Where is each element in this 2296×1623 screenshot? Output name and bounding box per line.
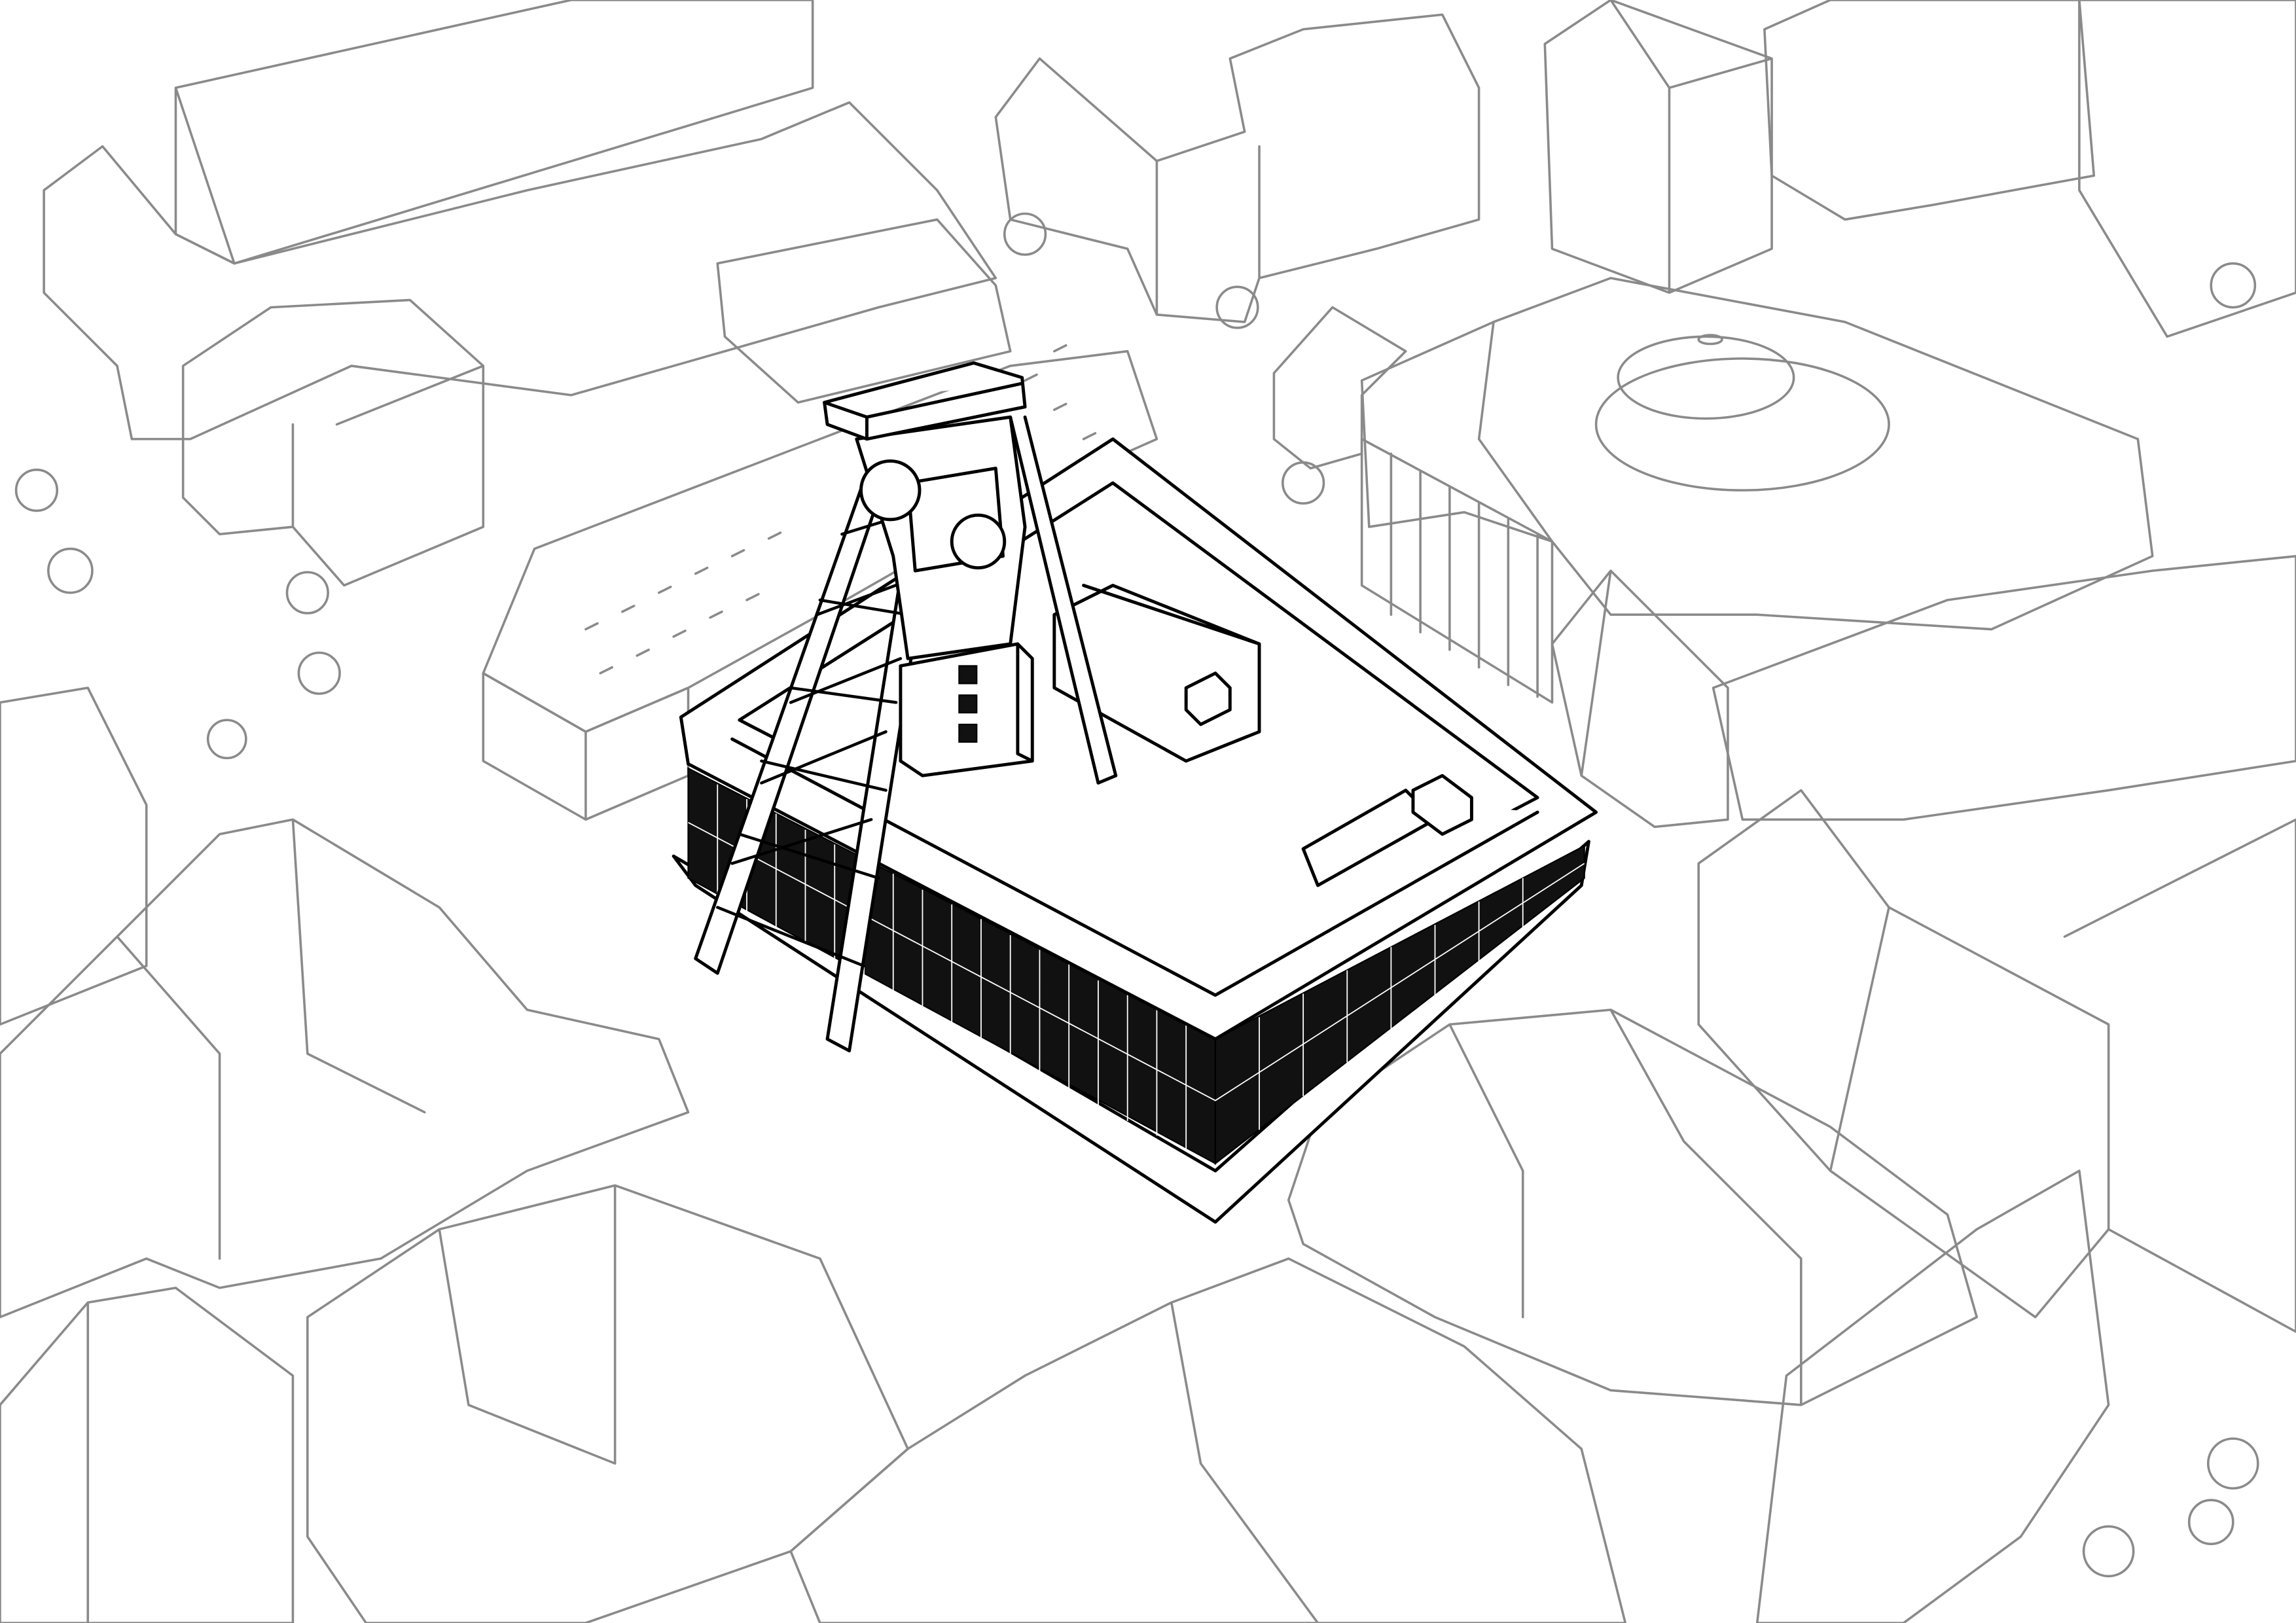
chapel bbox=[1272, 306, 1407, 470]
rotunda-oculus bbox=[1697, 334, 1723, 346]
building-right-complex bbox=[1360, 277, 2154, 631]
tree-icon bbox=[2187, 1499, 2234, 1546]
tower-sheave-wheel-right bbox=[950, 513, 1007, 570]
building-bottom-left bbox=[0, 1287, 295, 1623]
building-top-left-row bbox=[43, 101, 997, 440]
tree-icon bbox=[1215, 285, 1259, 329]
building-top-center bbox=[716, 218, 1012, 404]
tower-leg-right bbox=[1009, 415, 1118, 785]
tree-icon bbox=[2082, 1525, 2135, 1578]
tree-icon bbox=[285, 571, 329, 615]
tree-icon bbox=[47, 547, 94, 594]
building-top-houses bbox=[994, 13, 1480, 323]
tree-icon bbox=[2210, 262, 2257, 309]
rooftop-box bbox=[1184, 671, 1232, 726]
rotunda-base bbox=[1594, 357, 1890, 491]
building-bottom-center bbox=[789, 1257, 1627, 1623]
tower-sheave-wheel-left bbox=[859, 459, 922, 522]
tower-leg-back-left bbox=[694, 437, 898, 975]
tree-icon bbox=[14, 469, 59, 512]
tree-icon bbox=[206, 719, 247, 760]
museum-glazing-right bbox=[1214, 844, 1585, 1166]
building-bottom-right bbox=[1755, 1169, 2110, 1623]
museum-base bbox=[672, 840, 1590, 1224]
headframe-tower bbox=[694, 361, 1118, 1053]
museum-roof-lower-step bbox=[730, 737, 1539, 997]
building-left-block bbox=[0, 818, 690, 1319]
building-right-gabled bbox=[1551, 569, 1729, 829]
facade-grid-right bbox=[1360, 438, 1554, 704]
tower-box-windows bbox=[958, 665, 978, 743]
tree-icon bbox=[1003, 212, 1047, 256]
building-left-corner bbox=[0, 687, 148, 1026]
tower-crown bbox=[823, 361, 1027, 441]
building-left-hall bbox=[181, 298, 485, 587]
town-hall-dormers bbox=[584, 344, 1097, 675]
building-top-far-right bbox=[2078, 0, 2296, 338]
building-bottom-right-long bbox=[1287, 1008, 1979, 1406]
rooftop-unit bbox=[1411, 774, 1473, 836]
tree-icon bbox=[1282, 461, 1325, 505]
trees bbox=[14, 212, 2259, 1578]
building-top-right bbox=[1763, 0, 2096, 221]
tree-icon bbox=[2206, 1437, 2259, 1490]
building-top-right-tower bbox=[1543, 0, 1773, 294]
tree-icon bbox=[297, 651, 341, 695]
